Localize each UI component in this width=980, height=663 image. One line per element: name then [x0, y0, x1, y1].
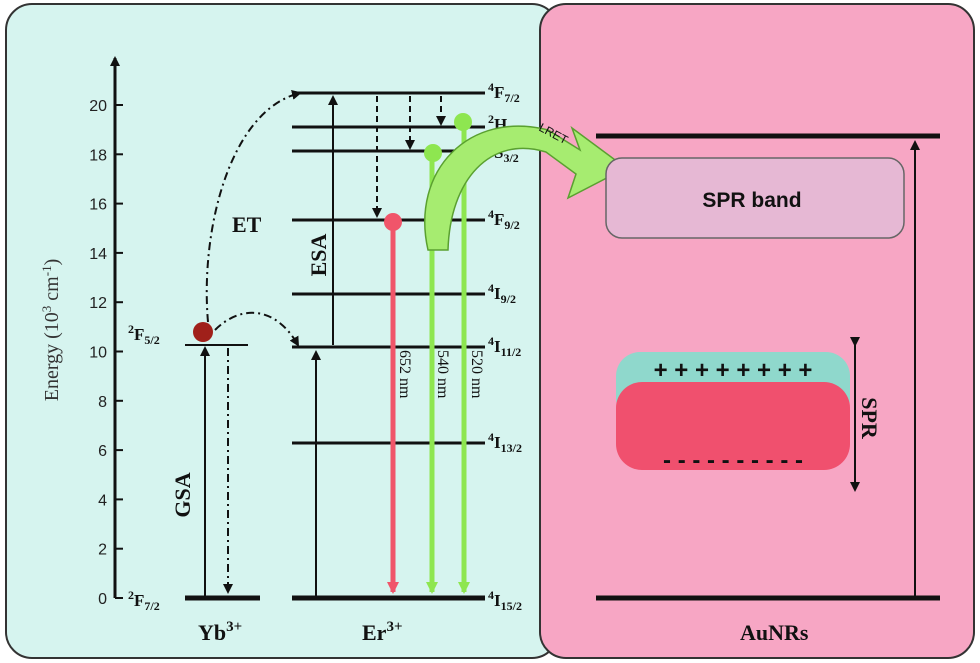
right-panel: [539, 3, 975, 659]
emission-652-label: 652 nm: [396, 350, 413, 399]
yb-ground-label: 2F7/2: [128, 588, 160, 613]
positive-charges: + + + + + + + +: [654, 357, 813, 384]
er-label-f9: 4F9/2: [488, 207, 520, 232]
emission-520-label: 520 nm: [468, 350, 485, 399]
y-tick-label: 18: [89, 147, 107, 164]
y-tick-label: 0: [98, 591, 107, 608]
lret-arrow: [424, 125, 628, 251]
spr-band-label: SPR band: [702, 189, 801, 212]
er-dot-h11: [454, 113, 472, 131]
nanorod-body: [616, 382, 850, 470]
aunr-label: AuNRs: [740, 620, 809, 645]
er-dot-s3: [424, 144, 442, 162]
gsa-label: GSA: [170, 472, 195, 517]
y-tick-label: 8: [98, 394, 107, 411]
spr-band-box: [605, 157, 905, 239]
et-label: ET: [232, 212, 262, 237]
er-label-f7: 4F7/2: [488, 80, 520, 105]
er-label-i13: 4I13/2: [488, 430, 522, 455]
er-label-i9: 4I9/2: [488, 281, 516, 306]
yb-excited-dot: [193, 322, 213, 342]
y-axis-title: Energy (103 cm-1): [39, 259, 63, 402]
spr-label: SPR: [857, 397, 882, 440]
er-dot-f9: [384, 213, 402, 231]
y-tick-label: 20: [89, 98, 107, 115]
y-tick-label: 14: [89, 246, 107, 263]
yb-excited-label: 2F5/2: [128, 322, 160, 347]
y-tick-label: 16: [89, 197, 107, 214]
er-label-i11: 4I11/2: [488, 334, 521, 359]
er-label-i15: 4I15/2: [488, 588, 522, 613]
esa-label: ESA: [306, 233, 331, 276]
y-tick-label: 12: [89, 295, 107, 312]
emission-540-label: 540 nm: [434, 350, 451, 399]
negative-charges: - - - - - - - - - -: [663, 447, 803, 474]
et-curve-upper: [205, 90, 302, 323]
y-tick-label: 6: [98, 443, 107, 460]
er-ion-label: Er3+: [362, 619, 403, 645]
y-tick-label: 10: [89, 345, 107, 362]
y-tick-label: 2: [98, 542, 107, 559]
y-axis-ticks: 0 2 4 6 8 10 12 14 16 18 20: [89, 98, 123, 608]
y-tick-label: 4: [98, 492, 107, 509]
yb-ion-label: Yb3+: [198, 619, 242, 645]
